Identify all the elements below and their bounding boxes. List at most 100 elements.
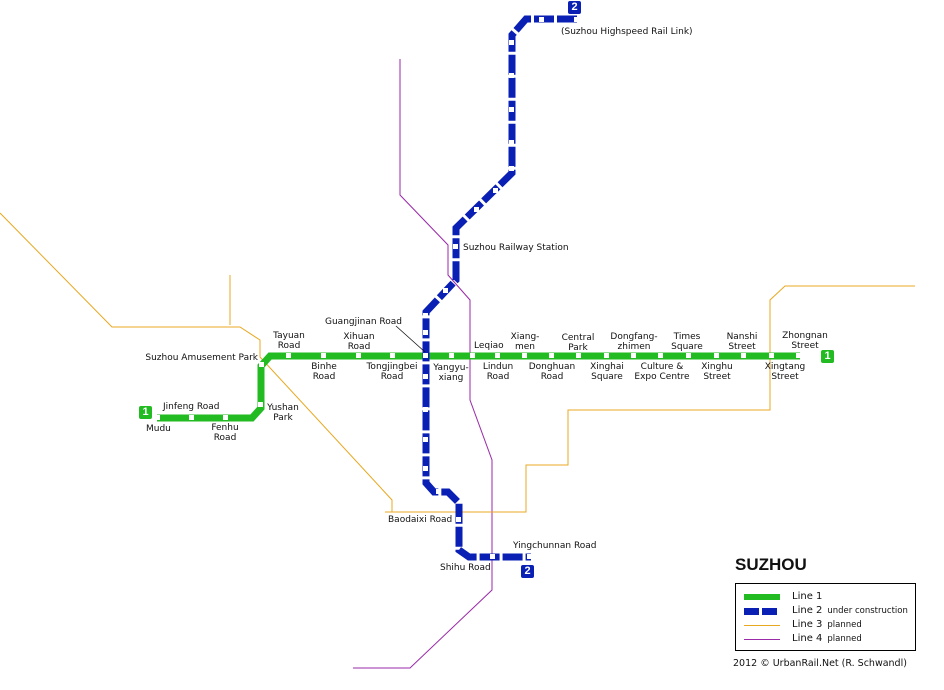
station-label-mudu[interactable]: Mudu (146, 424, 171, 434)
station-marker-lindun[interactable] (495, 353, 500, 358)
station-marker[interactable] (423, 330, 428, 335)
station-marker[interactable] (509, 107, 514, 112)
station-marker[interactable] (423, 437, 428, 442)
station-marker-dongfangzhimen[interactable] (631, 353, 636, 358)
line-2-stations (423, 17, 579, 559)
station-marker-yushan[interactable] (258, 402, 263, 407)
station-label-yingchunnan[interactable]: Yingchunnan Road (513, 541, 597, 551)
station-marker-centralpark[interactable] (576, 353, 581, 358)
legend-swatch-line-2 (744, 608, 780, 615)
line-1-stations (155, 353, 801, 420)
station-label-culture[interactable]: Culture &Expo Centre (634, 362, 690, 382)
station-marker-mudu[interactable] (155, 415, 160, 420)
legend-swatch-line-1 (744, 594, 780, 600)
station-label-shihu[interactable]: Shihu Road (440, 563, 491, 573)
legend-label-line-1: Line 1 (792, 591, 823, 602)
station-marker-nanshi[interactable] (741, 353, 746, 358)
station-marker[interactable] (423, 313, 428, 318)
line-1-badge-east[interactable]: 1 (821, 350, 834, 363)
station-marker[interactable] (474, 207, 479, 212)
station-marker-guangjinan[interactable] (423, 353, 428, 358)
station-label-xiangmen[interactable]: Xiang-men (510, 332, 540, 352)
station-marker[interactable] (509, 73, 514, 78)
station-marker[interactable] (539, 17, 544, 22)
guangjinan-leader (395, 325, 426, 353)
station-label-guangjinan[interactable]: Guangjinan Road (325, 317, 402, 327)
station-marker-xingtang[interactable] (769, 353, 774, 358)
station-marker-tayuan[interactable] (286, 353, 291, 358)
station-marker-xinghu[interactable] (714, 353, 719, 358)
line-1-badge-west[interactable]: 1 (139, 406, 152, 419)
station-marker[interactable] (509, 166, 514, 171)
line-2-badge-north[interactable]: 2 (568, 1, 581, 14)
line-2-route[interactable] (422, 15, 577, 561)
legend-swatch-line-3 (744, 625, 780, 626)
station-marker[interactable] (423, 407, 428, 412)
line-2-badge-south[interactable]: 2 (521, 565, 534, 578)
station-marker-shihu[interactable] (490, 554, 495, 559)
station-marker[interactable] (493, 188, 498, 193)
station-marker[interactable] (436, 489, 441, 494)
station-label-highspeed[interactable]: (Suzhou Highspeed Rail Link) (561, 27, 693, 37)
legend-status-line-4: planned (827, 634, 862, 644)
legend-line-1: Line 1 (744, 590, 914, 604)
station-marker-tongjingbei[interactable] (390, 353, 395, 358)
station-marker[interactable] (423, 374, 428, 379)
station-marker-yangyuxiang[interactable] (449, 353, 454, 358)
station-marker-xinghai[interactable] (604, 353, 609, 358)
station-marker-fenhu[interactable] (223, 415, 228, 420)
station-marker-binhe[interactable] (321, 353, 326, 358)
station-marker-culture[interactable] (658, 353, 663, 358)
legend-swatch-line-4 (744, 639, 780, 640)
station-marker-xihuan[interactable] (356, 353, 361, 358)
station-marker[interactable] (423, 466, 428, 471)
station-marker-amusement[interactable] (259, 362, 264, 367)
station-label-leqiao[interactable]: Leqiao (474, 341, 504, 351)
credit-text: 2012 © UrbanRail.Net (R. Schwandl) (733, 658, 907, 669)
line-4-route (353, 59, 493, 669)
station-marker[interactable] (509, 40, 514, 45)
station-label-dongfangzhimen[interactable]: Dongfang-zhimen (610, 332, 658, 352)
station-marker-xiangmen[interactable] (522, 353, 527, 358)
station-label-amusement[interactable]: Suzhou Amusement Park (145, 353, 258, 363)
station-marker-times[interactable] (686, 353, 691, 358)
station-label-baodaixi[interactable]: Baodaixi Road (388, 515, 453, 525)
legend-status-line-2: under construction (827, 606, 908, 616)
station-marker-railway[interactable] (453, 244, 458, 249)
map-title: SUZHOU (735, 555, 807, 574)
station-marker-zhongnan[interactable] (796, 353, 801, 358)
station-marker-jinfeng[interactable] (189, 415, 194, 420)
station-marker-leqiao[interactable] (470, 353, 475, 358)
station-marker[interactable] (443, 288, 448, 293)
station-label-yangyuxiang[interactable]: Yangyu-xiang (433, 363, 469, 383)
station-marker-yingchunnan[interactable] (527, 554, 532, 559)
legend-status-line-3: planned (827, 620, 862, 630)
line-3-route-west (0, 212, 393, 512)
station-label-railway[interactable]: Suzhou Railway Station (463, 243, 569, 253)
station-marker-donghuan[interactable] (549, 353, 554, 358)
station-marker-baodaixi[interactable] (456, 517, 461, 522)
station-marker[interactable] (509, 140, 514, 145)
station-label-jinfeng[interactable]: Jinfeng Road (163, 402, 220, 412)
station-marker-highspeed[interactable] (574, 17, 579, 22)
